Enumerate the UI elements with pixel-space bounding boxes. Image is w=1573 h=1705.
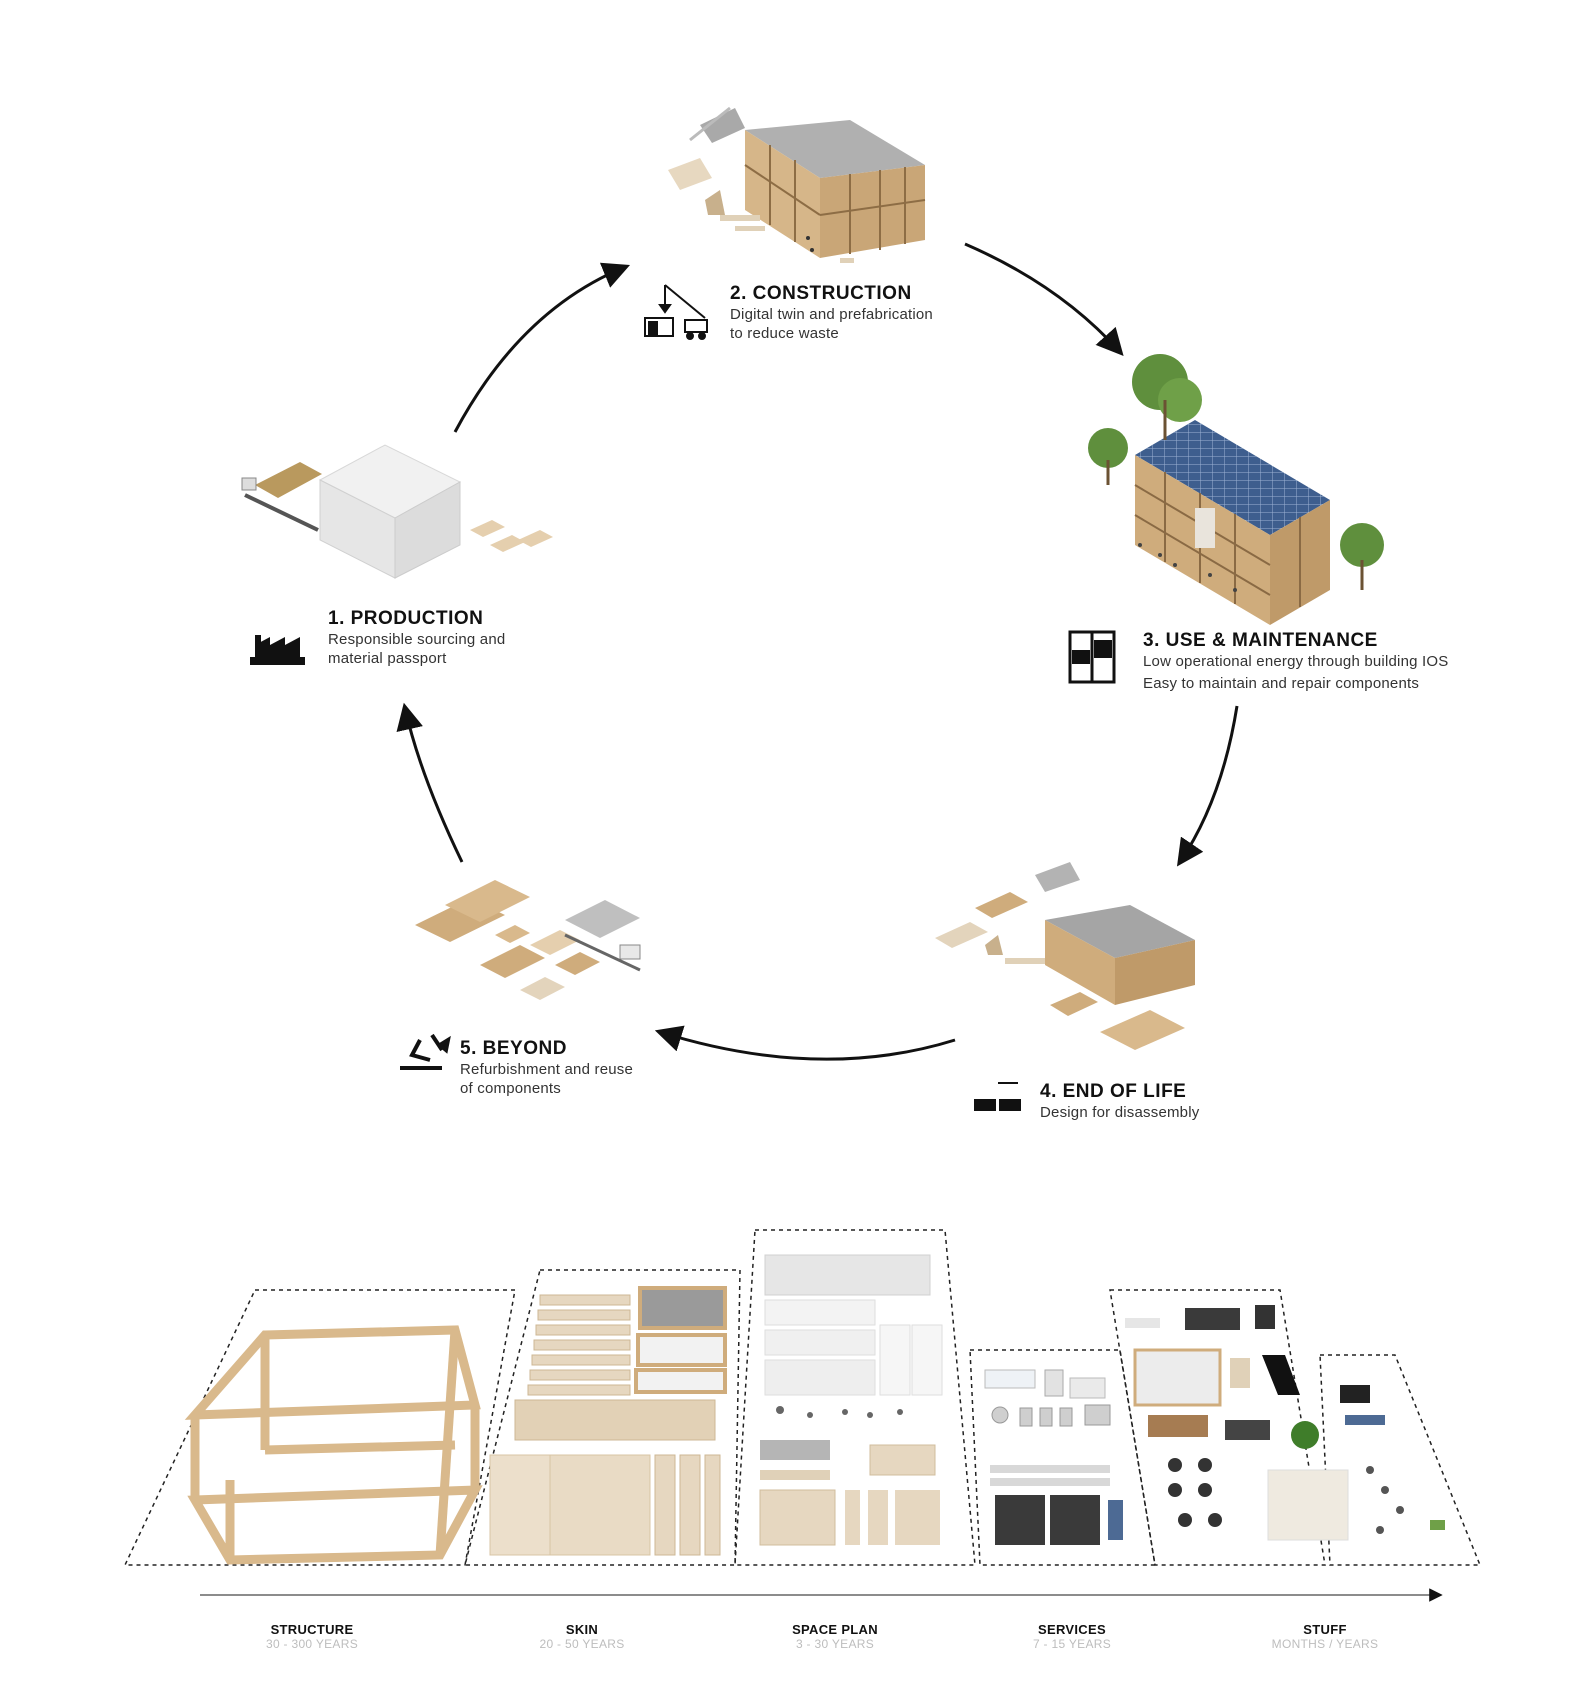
structure-zone [123,1289,516,1566]
stage-title: 1. PRODUCTION [328,608,484,629]
stage-description: Refurbishment and reuse [460,1061,634,1078]
stage-description: Easy to maintain and repair components [1143,675,1420,692]
stage-description: Low operational energy through building … [1143,653,1449,670]
layer-name: SERVICES [1038,1622,1106,1637]
end-of-life-illustration [935,862,1195,1050]
stage-description: Design for disassembly [1040,1104,1200,1121]
services-zone [969,1349,1156,1566]
stage-description: Responsible sourcing and [328,631,506,648]
stage-title: 4. END OF LIFE [1040,1081,1187,1102]
layer-name: STRUCTURE [270,1622,354,1637]
arrow-beyond-to-production [396,702,464,863]
layer-services: SERVICES 7 - 15 YEARS [982,1622,1162,1651]
crane-icon [644,284,708,340]
stage-title: 3. USE & MAINTENANCE [1143,630,1378,651]
arrow-use-to-end-of-life [1176,705,1239,867]
layers-diagram [123,1229,1482,1602]
cycle-arrows [396,242,1239,1061]
stage-description: Digital twin and prefabrication [730,306,933,323]
layer-lifespan: MONTHS / YEARS [1271,1637,1379,1651]
stage-description: material passport [328,650,447,667]
use-maintenance-illustration [1088,354,1384,625]
layer-stuff: STUFF MONTHS / YEARS [1235,1622,1415,1651]
stage-construction: 2. CONSTRUCTION Digital twin and prefabr… [730,283,933,343]
layer-name: SPACE PLAN [792,1622,878,1637]
services-zone-2 [1109,1289,1326,1566]
layer-structure: STRUCTURE 30 - 300 YEARS [222,1622,402,1651]
modular-building-icon [1068,630,1116,684]
disassembly-icon [974,1082,1021,1111]
stage-production: 1. PRODUCTION Responsible sourcing and m… [328,608,505,668]
stage-beyond: 5. BEYOND Refurbishment and reuse of com… [460,1038,633,1098]
arrow-end-of-life-to-beyond [654,1025,956,1061]
stage-title: 2. CONSTRUCTION [730,283,912,304]
stage-description: of components [460,1080,561,1097]
layer-lifespan: 3 - 30 YEARS [795,1637,875,1651]
skin-components [489,1286,727,1556]
construction-illustration [668,106,926,263]
layer-lifespan: 7 - 15 YEARS [1032,1637,1112,1651]
stage-title: 5. BEYOND [460,1038,567,1059]
production-illustration [241,444,553,579]
structure-frame [184,1325,483,1565]
stage-end-of-life: 4. END OF LIFE Design for disassembly [1040,1081,1199,1122]
stuff-components [1125,1305,1445,1541]
recycle-icon [400,1033,451,1070]
beyond-illustration [415,880,641,1000]
arrow-production-to-construction [453,262,630,433]
layer-lifespan: 30 - 300 YEARS [265,1637,359,1651]
arrow-construction-to-use [964,242,1124,357]
space-plan-components [759,1254,943,1546]
layer-name: SKIN [565,1622,599,1637]
services-components [984,1369,1123,1545]
factory-icon [250,635,305,665]
layer-lifespan: 20 - 50 YEARS [539,1637,625,1651]
layer-skin: SKIN 20 - 50 YEARS [492,1622,672,1651]
layer-name: STUFF [1303,1622,1347,1637]
stage-description: to reduce waste [730,325,839,342]
stage-use-maintenance: 3. USE & MAINTENANCE Low operational ene… [1143,630,1448,693]
layer-space-plan: SPACE PLAN 3 - 30 YEARS [745,1622,925,1651]
